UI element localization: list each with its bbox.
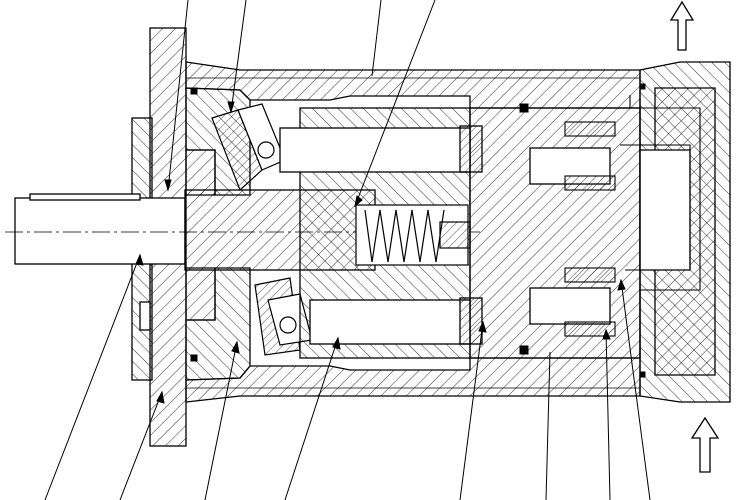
center-spring [355,204,471,266]
leader-line-8 [284,337,339,500]
housing-upper [185,61,641,109]
leader-arrowhead-7 [332,336,341,350]
housing-lower [185,357,641,403]
port-channels [620,95,701,291]
bearing-carrier-lower [185,267,251,381]
flow-arrow-bottom [690,416,720,473]
leader-line-12 [620,279,651,500]
flow-arrow-top [669,0,695,51]
leader-arrowhead-10 [617,278,626,291]
leader-line-6 [119,391,163,500]
end-cover [639,61,731,403]
leader-lines [44,0,651,500]
leader-line-2 [230,0,247,113]
leader-line-1 [167,0,189,191]
leader-arrowhead-3 [354,195,363,208]
leader-line-10 [545,351,551,500]
leader-arrowhead-2 [227,101,235,114]
leader-arrowhead-9 [602,328,611,340]
valve-plate [469,107,641,359]
seals [190,83,646,378]
leader-line-3 [371,0,382,77]
valve-poppets [564,121,616,337]
leader-arrowhead-1 [164,179,172,192]
leader-line-7 [204,341,238,500]
leader-arrowhead-5 [156,390,165,404]
leader-line-5 [44,254,141,500]
leader-line-11 [605,329,611,500]
leader-line-4 [354,0,436,207]
tapered-bearing-upper [211,103,286,192]
leader-arrowhead-6 [231,340,240,354]
leader-arrowhead-8 [478,320,487,333]
leader-arrowhead-4 [135,253,144,266]
leader-line-9 [459,321,484,500]
